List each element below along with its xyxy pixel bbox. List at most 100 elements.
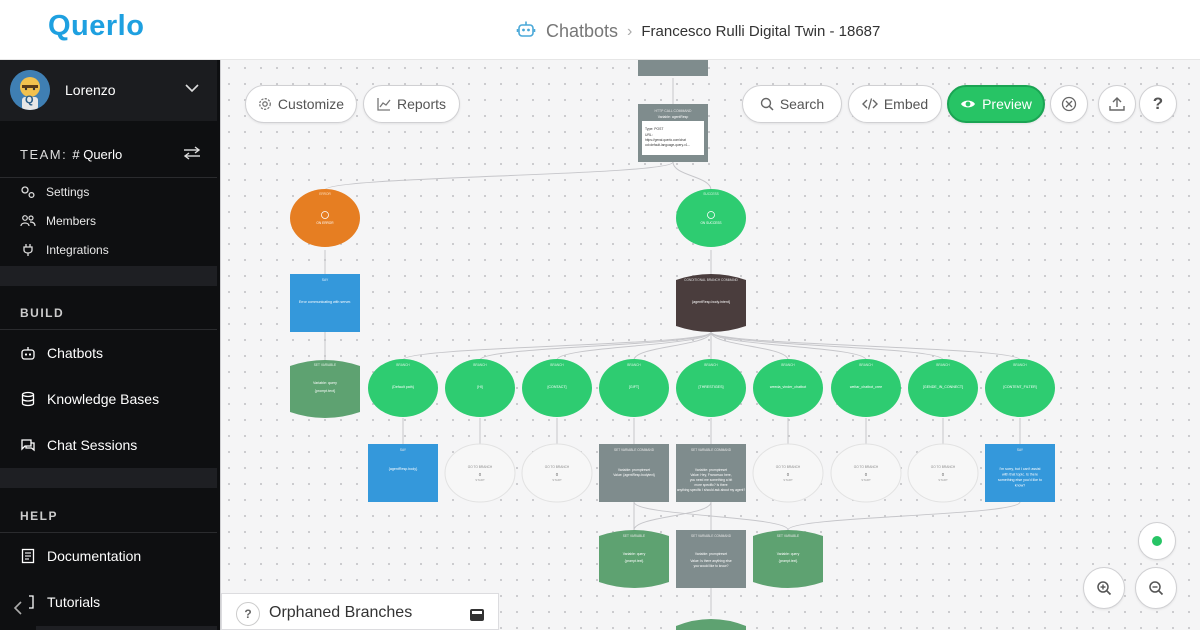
sidebar-item-label: Chat Sessions <box>47 437 138 453</box>
branch-node[interactable]: BRANCH[CONTENT_FILTER] <box>985 359 1055 417</box>
node-subtext: START <box>783 478 793 482</box>
command-node[interactable] <box>638 60 708 76</box>
gear-icon <box>258 98 271 110</box>
branch-node[interactable]: BRANCH[CONTACT] <box>522 359 592 417</box>
sidebar-footer-bar <box>36 626 217 630</box>
sidebar-item-documentation[interactable]: Documentation <box>20 548 141 564</box>
node-subtext: you need me something a bit <box>690 478 732 482</box>
branch-node[interactable]: BRANCH{Default path} <box>368 359 438 417</box>
node-header: SET VARIABLE <box>314 363 336 367</box>
branch-node[interactable]: BRANCH[THRESTIGES] <box>676 359 746 417</box>
collapse-sidebar-icon[interactable] <box>12 600 24 621</box>
node-body <box>599 359 669 417</box>
node-header: SAY <box>1017 448 1024 452</box>
node-header: HTTP CALL COMMAND <box>655 109 692 113</box>
chevron-down-icon[interactable] <box>184 80 200 101</box>
sidebar-item-chatbots[interactable]: Chatbots <box>20 345 103 361</box>
node-text: Variable: promptreset <box>695 468 727 472</box>
node-body <box>985 359 1055 417</box>
branch-node[interactable]: BRANCH[GENDE_IN_CONNECT] <box>908 359 978 417</box>
branch-node[interactable]: BRANCH[GIFT] <box>599 359 669 417</box>
node-text: know? <box>1015 484 1025 488</box>
conditional-branch-node[interactable]: CONDITIONAL BRANCH COMMAND{agentResp.bod… <box>676 274 746 332</box>
switch-team-icon[interactable] <box>183 146 201 165</box>
section-spacer <box>0 468 217 488</box>
breadcrumb-chatbots[interactable]: Chatbots <box>546 21 619 41</box>
chat-icon <box>21 439 35 452</box>
customize-button[interactable]: Customize <box>245 85 357 123</box>
set-variable-node[interactable] <box>676 619 746 630</box>
error-icon <box>321 211 329 219</box>
user-menu[interactable]: Q Lorenzo <box>0 60 217 121</box>
node-header: BRANCH <box>473 363 487 367</box>
ai-tools-button[interactable] <box>1050 85 1088 123</box>
connector-lines <box>324 78 1021 616</box>
node-body <box>290 189 360 247</box>
node-subtext: more specific? Is there <box>694 483 727 487</box>
node-header: SET VARIABLE COMMAND <box>691 534 732 538</box>
node-text: [HI] <box>477 385 483 389</box>
node-subtext: Value: Is there anything else <box>690 559 732 563</box>
breadcrumb: Chatbots › Francesco Rulli Digital Twin … <box>516 19 880 44</box>
branch-node[interactable]: BRANCH [HI] <box>445 359 515 417</box>
help-button[interactable]: ? <box>1139 85 1177 123</box>
orphaned-branches-title: Orphaned Branches <box>269 604 413 621</box>
node-header: SUCCESS <box>703 192 718 196</box>
node-body <box>368 444 438 502</box>
panel-toggle-icon[interactable] <box>470 608 484 626</box>
zoom-out-button[interactable] <box>1135 567 1177 609</box>
sidebar-item-knowledge-bases[interactable]: Knowledge Bases <box>20 391 159 407</box>
node-header: CONDITIONAL BRANCH COMMAND <box>684 278 738 282</box>
section-heading-help: HELP <box>20 509 59 523</box>
node-text: {prompt.text} <box>315 389 336 393</box>
sidebar-item-chat-sessions[interactable]: Chat Sessions <box>20 437 137 453</box>
embed-button[interactable]: Embed <box>848 85 942 123</box>
querlo-logo[interactable]: Querlo <box>48 10 145 42</box>
preview-button[interactable]: Preview <box>947 85 1045 123</box>
status-dot-icon <box>1152 536 1162 546</box>
node-text: Variable: query <box>777 552 800 556</box>
reports-button[interactable]: Reports <box>363 85 460 123</box>
zoom-in-button[interactable] <box>1083 567 1125 609</box>
node-subtext: START <box>475 478 485 482</box>
node-header: BRANCH <box>1013 363 1027 367</box>
help-icon[interactable]: ? <box>236 602 260 626</box>
orphaned-branches-panel[interactable]: ? Orphaned Branches <box>221 593 499 630</box>
section-heading-build: BUILD <box>20 306 65 320</box>
sidebar-item-settings[interactable]: Settings <box>20 185 89 199</box>
sidebar-item-tutorials[interactable]: Tutorials <box>20 594 100 610</box>
publish-button[interactable] <box>1098 85 1136 123</box>
node-body <box>752 443 824 503</box>
connector-line <box>787 501 1021 531</box>
sidebar-item-members[interactable]: Members <box>20 214 96 228</box>
say-node[interactable]: SAY{agentResp.body} <box>368 444 438 502</box>
node-body <box>599 444 669 502</box>
status-button[interactable] <box>1138 522 1176 560</box>
node-header: ERROR <box>319 192 331 196</box>
node-header: SET VARIABLE COMMAND <box>614 448 655 452</box>
search-button[interactable]: Search <box>742 85 842 123</box>
connector-line <box>556 331 712 361</box>
sidebar-item-integrations[interactable]: Integrations <box>20 243 109 257</box>
node-body <box>290 274 360 332</box>
